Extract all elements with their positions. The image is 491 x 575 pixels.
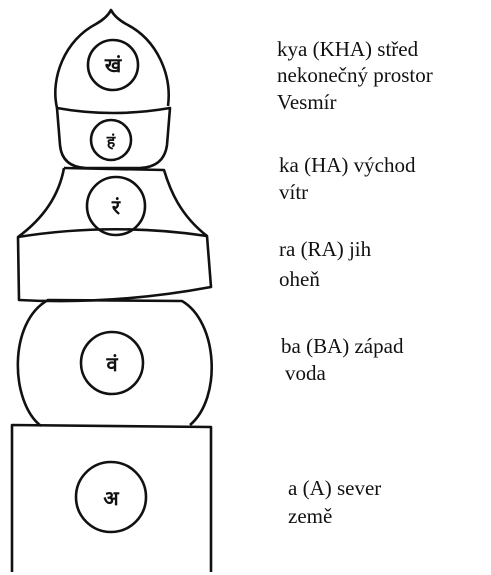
space-label-element: Vesmír bbox=[277, 90, 337, 114]
space-label-meaning: nekonečný prostor bbox=[277, 63, 433, 87]
earth-square-block: अ bbox=[10, 423, 213, 572]
air-seed-syllable: हं bbox=[106, 132, 117, 151]
earth-label-title: a (A) sever bbox=[288, 476, 382, 500]
space-seed-circle bbox=[86, 38, 140, 92]
water-seed-circle bbox=[79, 330, 145, 396]
water-label-element: voda bbox=[285, 361, 326, 385]
fire-label-title: ra (RA) jih bbox=[279, 237, 372, 261]
earth-label-element: země bbox=[288, 504, 333, 528]
fire-seed-syllable: रं bbox=[111, 195, 121, 219]
fire-label-element: oheň bbox=[279, 267, 320, 291]
fire-triangle-roof: रं bbox=[16, 166, 213, 303]
air-label-element: vítr bbox=[279, 180, 309, 204]
air-label-title: ka (HA) východ bbox=[279, 153, 416, 177]
fire-seed-circle bbox=[85, 175, 147, 237]
air-seed-circle bbox=[89, 118, 133, 162]
water-label-title: ba (BA) západ bbox=[281, 334, 404, 358]
space-label-title: kya (KHA) střed bbox=[277, 37, 419, 61]
water-sphere: वं bbox=[16, 298, 213, 428]
earth-seed-syllable: अ bbox=[103, 486, 119, 510]
earth-seed-circle bbox=[74, 460, 148, 534]
space-seed-syllable: खं bbox=[104, 53, 123, 77]
air-crescent-bowl: हं bbox=[55, 106, 172, 170]
water-seed-syllable: वं bbox=[105, 352, 118, 376]
space-jewel-top: खं bbox=[54, 8, 170, 109]
